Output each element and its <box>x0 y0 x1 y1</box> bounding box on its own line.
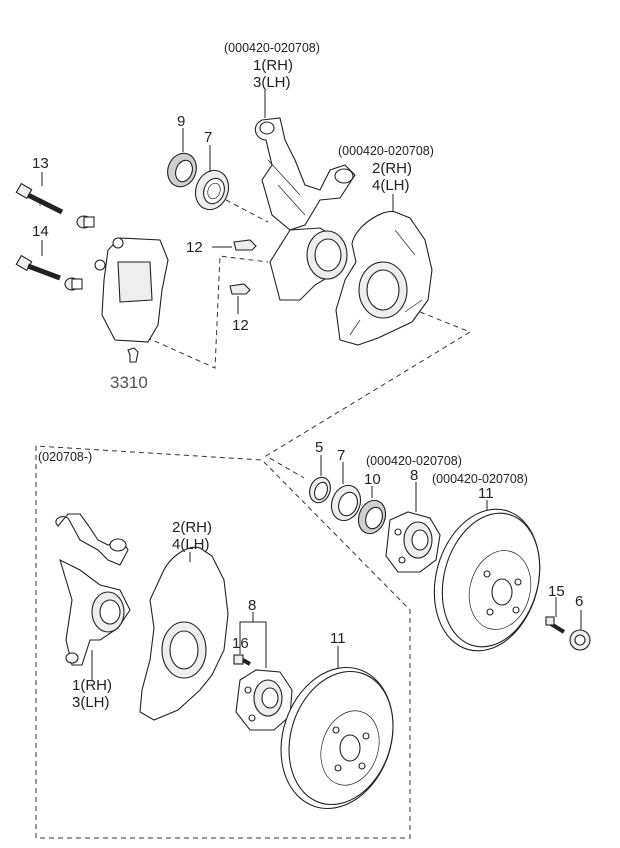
steering-knuckle-top <box>254 117 356 301</box>
label-11-mid: 11 <box>478 485 494 502</box>
bushing-lower <box>64 277 83 291</box>
oil-seal-10 <box>357 499 387 535</box>
snap-ring-5 <box>309 476 331 504</box>
knuckle-top-lh: 3(LH) <box>253 74 291 91</box>
shield-top-rh: 2(RH) <box>372 160 412 177</box>
dust-shield-top <box>335 210 433 346</box>
label-12-upper: 12 <box>186 239 203 256</box>
label-15: 15 <box>548 583 565 600</box>
label-8-low: 8 <box>248 597 256 614</box>
shield-top-lh: 4(LH) <box>372 177 410 194</box>
seal-leader <box>225 199 269 223</box>
bolt-13 <box>15 182 64 215</box>
knuckle-low-rh: 1(RH) <box>72 677 112 694</box>
label-8-mid: 8 <box>410 467 418 484</box>
label-3310: 3310 <box>110 373 148 392</box>
hub-mid-date: (000420-020708) <box>366 454 462 468</box>
pad-clip-upper <box>233 239 257 251</box>
label-9: 9 <box>177 113 185 130</box>
label-13: 13 <box>32 155 49 172</box>
bolt-16 <box>233 654 251 666</box>
knuckle-low-lh: 3(LH) <box>72 694 110 711</box>
brake-caliper <box>94 237 169 363</box>
oil-seal-9 <box>167 152 197 188</box>
label-14: 14 <box>32 223 49 240</box>
label-12-lower: 12 <box>232 317 249 334</box>
assembly-leader <box>265 311 472 479</box>
knuckle-top-rh: 1(RH) <box>253 57 293 74</box>
knuckle-top-date: (000420-020708) <box>224 41 320 55</box>
pad-clip-lower <box>229 283 251 295</box>
hub-nut-6 <box>569 629 591 651</box>
label-16: 16 <box>232 635 249 652</box>
shield-low-lh: 4(LH) <box>172 536 210 553</box>
caliper-leader <box>129 255 269 369</box>
wheel-hub-8-low <box>235 669 293 731</box>
label-5: 5 <box>315 439 323 456</box>
shield-low-rh: 2(RH) <box>172 519 212 536</box>
bolt-14 <box>15 254 61 281</box>
brake-disc-11-mid <box>433 508 541 652</box>
label-6: 6 <box>575 593 583 610</box>
label-11-low: 11 <box>330 630 346 647</box>
section-date: (020708-) <box>38 450 92 464</box>
shield-top-date: (000420-020708) <box>338 144 434 158</box>
wheel-bearing-7-mid <box>330 484 362 522</box>
bushing-upper <box>76 215 95 229</box>
bolt-15 <box>545 616 566 634</box>
steering-knuckle-low <box>55 513 131 666</box>
dust-shield-low <box>139 546 229 721</box>
wheel-hub-8-mid <box>385 511 441 573</box>
label-7-mid: 7 <box>337 447 345 464</box>
section-frame <box>35 445 411 839</box>
wheel-bearing-7-top <box>194 169 230 211</box>
label-7-top: 7 <box>204 129 212 146</box>
disc-mid-date: (000420-020708) <box>432 472 528 486</box>
label-10: 10 <box>364 471 381 488</box>
brake-disc-11-low <box>280 666 394 810</box>
